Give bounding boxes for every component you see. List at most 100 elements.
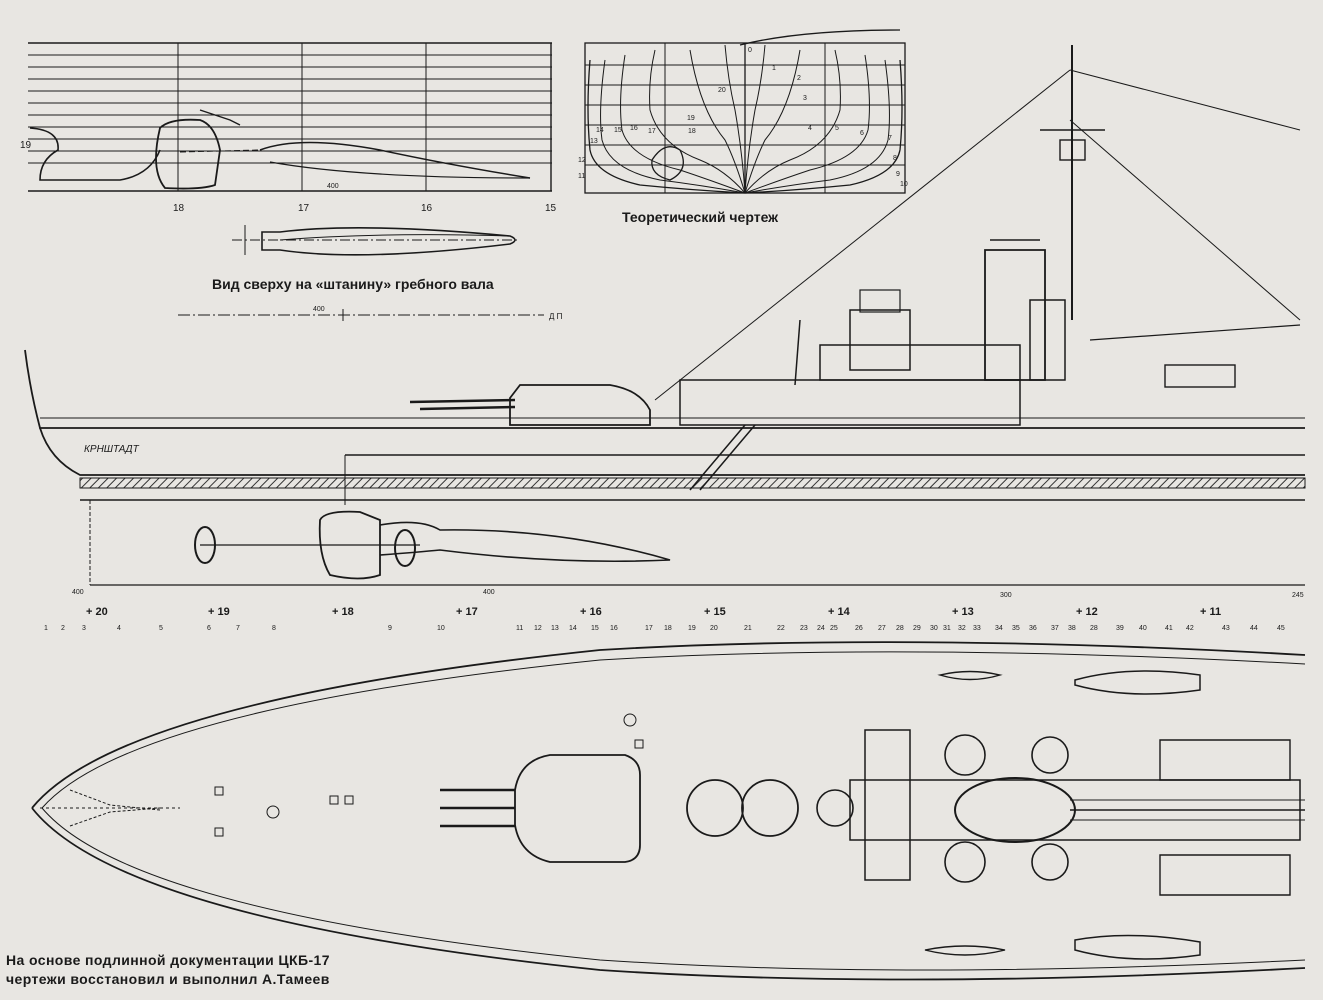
frame-label: 16 bbox=[421, 203, 433, 214]
station-label: 18 bbox=[688, 128, 696, 135]
frame-mark: + 16 bbox=[580, 606, 602, 618]
station-label: 14 bbox=[596, 127, 604, 134]
callout: 16 bbox=[610, 625, 618, 632]
callout: 25 bbox=[830, 625, 838, 632]
callout: 33 bbox=[973, 625, 981, 632]
callout: 20 bbox=[710, 625, 718, 632]
callout: 13 bbox=[551, 625, 559, 632]
callout: 23 bbox=[800, 625, 808, 632]
station-label: 8 bbox=[893, 155, 897, 162]
station-label: 2 bbox=[797, 75, 801, 82]
callout: 3 bbox=[82, 625, 86, 632]
station-label: 6 bbox=[860, 130, 864, 137]
dimension-label: 400 bbox=[313, 306, 325, 313]
callout: 17 bbox=[645, 625, 653, 632]
station-label: 20 bbox=[718, 87, 726, 94]
callout: 19 bbox=[688, 625, 696, 632]
frame-mark: + 17 bbox=[456, 606, 478, 618]
callout: 28 bbox=[1090, 625, 1098, 632]
callout: 30 bbox=[930, 625, 938, 632]
frame-mark: + 15 bbox=[704, 606, 726, 618]
station-label: 12 bbox=[578, 157, 586, 164]
frame-label: 15 bbox=[545, 203, 557, 214]
scale-label: 300 bbox=[1000, 592, 1012, 599]
body-plan-labels: 0 1 2 3 4 5 6 7 8 9 10 11 12 13 14 15 16… bbox=[578, 47, 908, 188]
station-label: 1 bbox=[772, 65, 776, 72]
callout: 1 bbox=[44, 625, 48, 632]
stern-frame-labels: 19 18 17 16 15 400 bbox=[20, 140, 557, 214]
callout: 9 bbox=[388, 625, 392, 632]
station-label: 9 bbox=[896, 171, 900, 178]
callout: 24 bbox=[817, 625, 825, 632]
credits-line: чертежи восстановил и выполнил А.Тамеев bbox=[6, 971, 330, 987]
frame-label: 19 bbox=[20, 140, 32, 151]
station-label: 19 bbox=[687, 115, 695, 122]
callout: 38 bbox=[1068, 625, 1076, 632]
station-label: 5 bbox=[835, 125, 839, 132]
station-label: 10 bbox=[900, 181, 908, 188]
centerline-label: Д П bbox=[549, 312, 563, 321]
callout: 39 bbox=[1116, 625, 1124, 632]
credits: На основе подлинной документации ЦКБ-17 … bbox=[6, 951, 330, 989]
callout: 27 bbox=[878, 625, 886, 632]
frame-label: 18 bbox=[173, 203, 185, 214]
callout: 29 bbox=[913, 625, 921, 632]
centerline-scale: 400 Д П bbox=[178, 306, 563, 321]
frame-mark: + 19 bbox=[208, 606, 230, 618]
frame-mark: + 11 bbox=[1200, 606, 1221, 618]
callout: 42 bbox=[1186, 625, 1194, 632]
callout: 4 bbox=[117, 625, 121, 632]
callout: 36 bbox=[1029, 625, 1037, 632]
caption-lines-plan: Теоретический чертеж bbox=[622, 209, 779, 225]
callout: 21 bbox=[744, 625, 752, 632]
station-label: 3 bbox=[803, 95, 807, 102]
callout: 31 bbox=[943, 625, 951, 632]
callout: 10 bbox=[437, 625, 445, 632]
station-label: 13 bbox=[590, 138, 598, 145]
frame-mark: + 14 bbox=[828, 606, 851, 618]
deck-plan bbox=[31, 641, 1306, 981]
callout: 26 bbox=[855, 625, 863, 632]
shaft-bracket-top-view bbox=[232, 225, 520, 256]
frame-mark: + 12 bbox=[1076, 606, 1098, 618]
stern-detail bbox=[28, 42, 552, 192]
callout: 7 bbox=[236, 625, 240, 632]
callout: 40 bbox=[1139, 625, 1147, 632]
station-label: 15 bbox=[614, 127, 622, 134]
frame-mark: + 13 bbox=[952, 606, 974, 618]
callout: 14 bbox=[569, 625, 577, 632]
ship-profile bbox=[24, 45, 1306, 586]
station-label: 7 bbox=[888, 135, 892, 142]
callout-numbers: 1 2 3 4 5 6 7 8 9 10 11 12 13 14 15 16 1… bbox=[44, 625, 1285, 632]
station-label: 0 bbox=[748, 47, 752, 54]
callout: 32 bbox=[958, 625, 966, 632]
frame-mark: + 18 bbox=[332, 606, 354, 618]
callout: 35 bbox=[1012, 625, 1020, 632]
callout: 15 bbox=[591, 625, 599, 632]
callout: 18 bbox=[664, 625, 672, 632]
caption-shaft-bracket: Вид сверху на «штанину» гребного вала bbox=[212, 276, 494, 292]
callout: 2 bbox=[61, 625, 65, 632]
profile-scale-labels: 400 400 300 245 bbox=[72, 589, 1304, 599]
callout: 8 bbox=[272, 625, 276, 632]
callout: 34 bbox=[995, 625, 1003, 632]
callout: 44 bbox=[1250, 625, 1258, 632]
frame-label: 17 bbox=[298, 203, 310, 214]
scale-label: 400 bbox=[483, 589, 495, 596]
callout: 6 bbox=[207, 625, 211, 632]
ship-name: КРНШТАДТ bbox=[84, 444, 140, 455]
station-label: 11 bbox=[578, 173, 585, 180]
callout: 12 bbox=[534, 625, 542, 632]
body-plan bbox=[584, 29, 906, 194]
dimension-label: 400 bbox=[327, 183, 339, 190]
station-label: 4 bbox=[808, 125, 812, 132]
frame-mark: + 20 bbox=[86, 606, 108, 618]
station-label: 16 bbox=[630, 125, 638, 132]
callout: 28 bbox=[896, 625, 904, 632]
callout: 45 bbox=[1277, 625, 1285, 632]
callout: 5 bbox=[159, 625, 163, 632]
scale-label: 400 bbox=[72, 589, 84, 596]
callout: 11 bbox=[516, 625, 523, 632]
frame-marks: + 20 + 19 + 18 + 17 + 16 + 15 + 14 + 13 … bbox=[86, 606, 1221, 618]
